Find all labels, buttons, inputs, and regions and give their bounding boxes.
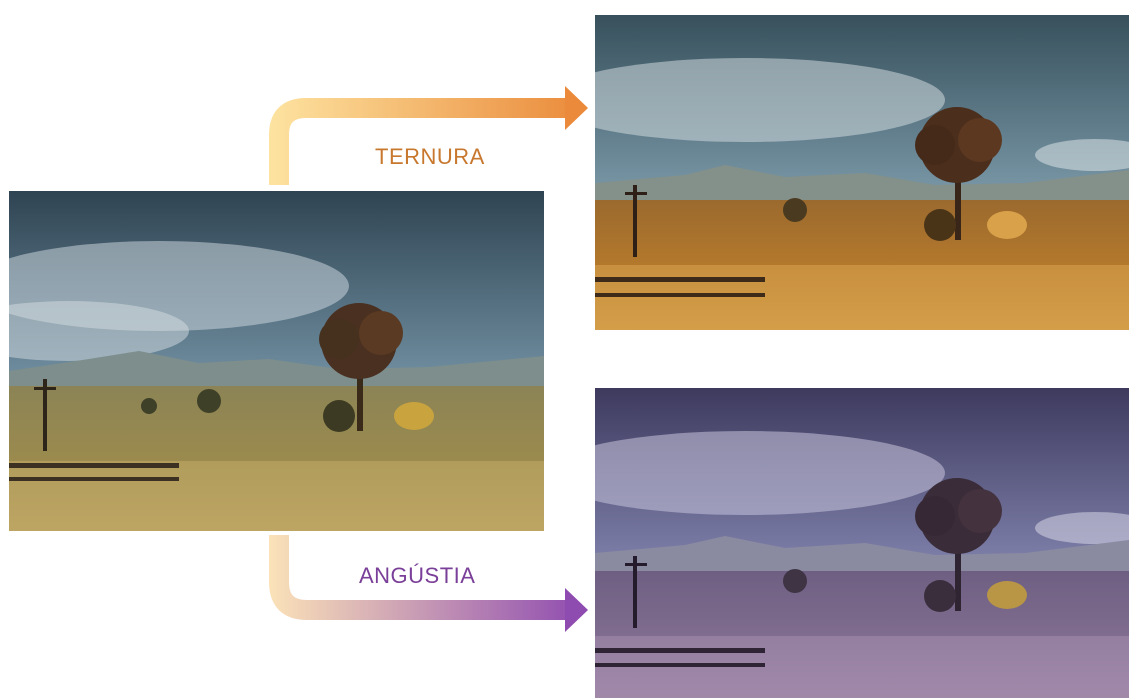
label-ternura: TERNURA — [375, 144, 485, 169]
label-angustia: ANGÚSTIA — [359, 563, 476, 588]
arrow-to-ternura — [269, 86, 588, 185]
landscape-angustia-image — [595, 388, 1129, 698]
landscape-ternura-image — [595, 15, 1129, 330]
landscape-original-image — [9, 191, 544, 531]
